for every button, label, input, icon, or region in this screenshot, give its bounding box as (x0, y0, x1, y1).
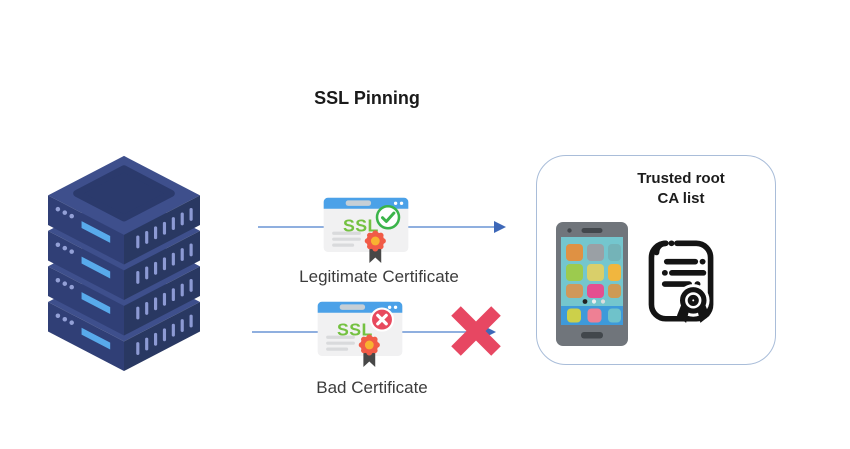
cross-circle-icon (369, 307, 395, 332)
ca-certificate-icon (648, 240, 714, 323)
check-circle-icon (375, 205, 401, 230)
phone-home-button (581, 332, 603, 339)
ssl-badge-text: SSL (343, 216, 379, 236)
trusted-ca-title: Trusted root CA list (596, 169, 766, 210)
server-top-panel (73, 165, 175, 222)
app-grid (566, 244, 621, 298)
server-stack-icon (48, 155, 200, 372)
award-ribbon-icon (364, 230, 386, 263)
legitimate-certificate-label: Legitimate Certificate (299, 267, 459, 286)
rejected-x-icon (451, 306, 501, 356)
flow-arrow-top-head-icon (494, 221, 506, 233)
paper-curl (653, 240, 669, 256)
bad-certificate-icon: SSL (317, 301, 403, 367)
legitimate-certificate-icon: SSL (323, 197, 409, 263)
phone-speaker (581, 228, 603, 233)
ssl-badge-text: SSL (337, 320, 373, 340)
page-title: SSL Pinning (314, 88, 420, 108)
smartphone-icon (556, 222, 628, 346)
page-dot (600, 299, 606, 304)
address-bar (339, 304, 366, 310)
trusted-ca-title-line1: Trusted root (637, 170, 725, 187)
seal-ribbon-icon (676, 284, 710, 323)
trusted-ca-title-line2: CA list (657, 190, 705, 208)
page-dot (591, 299, 597, 304)
award-ribbon-icon (358, 334, 380, 367)
address-bar (345, 200, 372, 206)
page-dot (582, 299, 588, 304)
phone-camera (567, 228, 572, 233)
bad-certificate-label: Bad Certificate (316, 378, 428, 397)
dock-icons (567, 308, 621, 323)
